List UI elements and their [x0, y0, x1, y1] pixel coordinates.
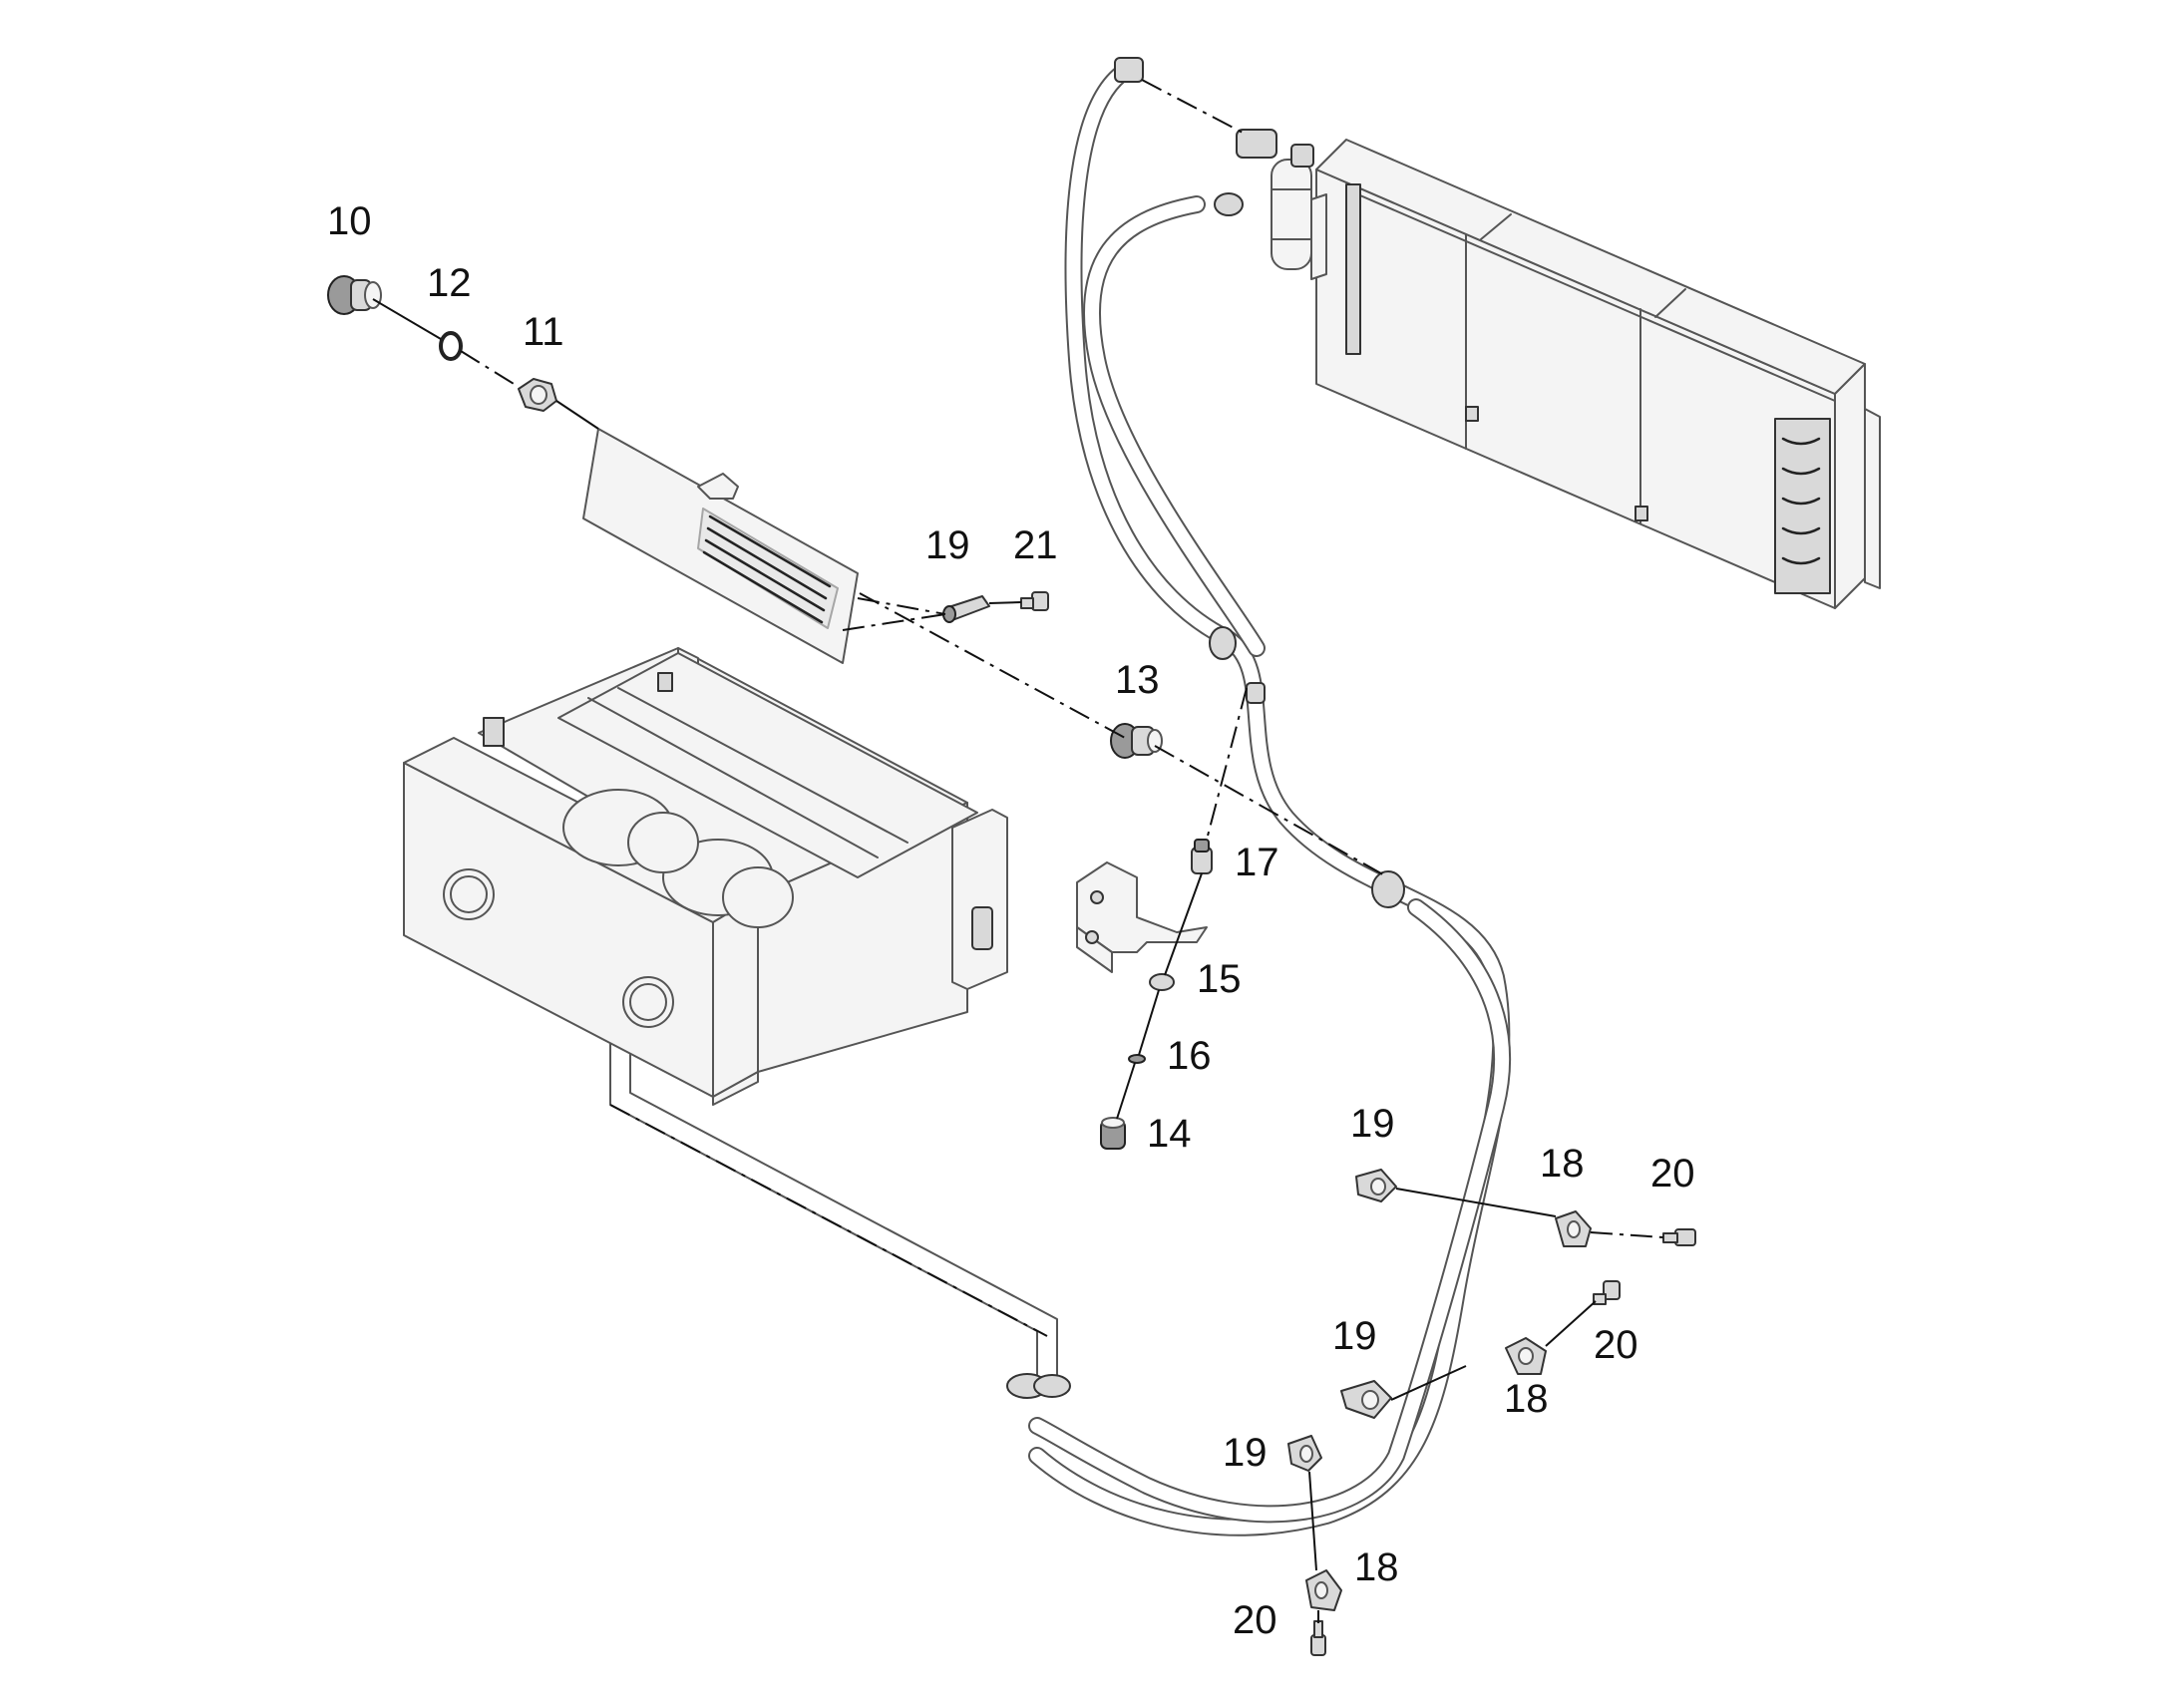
label-part-21: 21	[1013, 523, 1058, 567]
refrigerant-hoses	[609, 57, 1512, 1537]
label-part-12: 12	[427, 261, 472, 305]
part-13-fitting	[1110, 723, 1163, 759]
part-10-plug	[327, 275, 382, 315]
mounting-bracket	[1076, 861, 1208, 973]
part-19-clip-c	[1340, 1380, 1392, 1419]
part-number-labels: 10 12 11 19 21 13 17 15 16 14 19 18 20 1…	[327, 199, 1695, 1642]
part-20-bolt-b	[1593, 1280, 1621, 1305]
receiver-drier	[1236, 129, 1327, 280]
part-15-ring	[1149, 973, 1175, 991]
part-19-clip-top	[942, 595, 990, 623]
label-part-11: 11	[523, 310, 564, 354]
label-part-17: 17	[1235, 841, 1279, 884]
vent-panel	[582, 428, 859, 664]
evaporator-housing-unit	[403, 647, 1008, 1106]
label-part-20-c: 20	[1233, 1598, 1277, 1642]
part-19-clip-b	[1355, 1169, 1397, 1202]
label-part-16: 16	[1167, 1034, 1212, 1078]
label-part-20-a: 20	[1650, 1152, 1695, 1196]
label-part-19-c: 19	[1332, 1314, 1377, 1358]
label-part-19-top: 19	[925, 523, 970, 567]
part-19-clip-d	[1287, 1435, 1322, 1472]
label-part-18-c: 18	[1354, 1545, 1399, 1589]
part-17-fitting	[1191, 839, 1213, 874]
part-20-bolt-a	[1662, 1228, 1696, 1246]
label-part-15: 15	[1197, 957, 1242, 1001]
part-18-clamp-a	[1555, 1210, 1592, 1247]
label-part-19-b: 19	[1350, 1102, 1395, 1146]
part-20-bolt-c	[1310, 1620, 1326, 1656]
part-14-plug	[1100, 1117, 1126, 1150]
label-part-18-a: 18	[1540, 1142, 1585, 1186]
label-part-20-b: 20	[1594, 1323, 1638, 1367]
label-part-14: 14	[1147, 1112, 1192, 1156]
condenser-assembly	[1315, 139, 1881, 609]
label-part-18-b: 18	[1504, 1377, 1549, 1421]
part-21-bolt	[1020, 591, 1049, 611]
small-parts	[327, 275, 1696, 1656]
label-part-13: 13	[1115, 658, 1160, 702]
leader-lines	[372, 79, 1664, 1623]
part-12-o-ring	[439, 331, 463, 361]
part-11-nut	[518, 378, 557, 412]
part-18-clamp-c	[1305, 1569, 1342, 1611]
part-18-clamp-b	[1505, 1337, 1547, 1375]
label-part-19-d: 19	[1223, 1431, 1268, 1475]
part-16-washer	[1128, 1054, 1146, 1064]
label-part-10: 10	[327, 199, 372, 243]
